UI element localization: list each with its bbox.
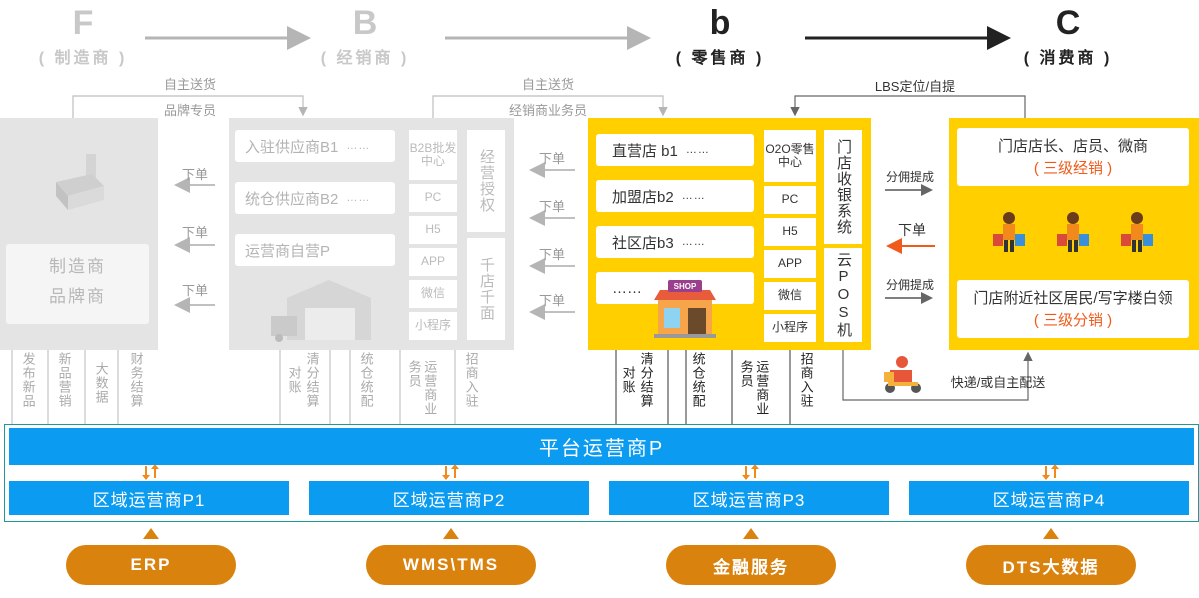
consumer-bottom-card: 门店附近社区居民/写字楼白领 ( 三级分销 ) (957, 280, 1189, 338)
commission-label-1: 分佣提成 (885, 170, 934, 184)
label-big-data: 大数据 (93, 362, 109, 404)
platform-bar: 平台运营商P (9, 428, 1194, 465)
commission-label-2: 分佣提成 (885, 278, 934, 292)
stage-f-letter: F (72, 4, 94, 42)
order-label-5: 下单 (538, 199, 565, 214)
manufacturer-card: 制造商 品牌商 (6, 244, 149, 324)
service-wms: WMS\TMS (366, 545, 536, 585)
service-finance: 金融服务 (666, 545, 836, 585)
channel-wechat: 微信 (409, 280, 457, 308)
order-label-3: 下单 (181, 283, 208, 298)
manufacturer-label: 制造商 (49, 257, 106, 276)
order-label-4: 下单 (538, 151, 565, 166)
label-clearing-b: 清分结算 (304, 352, 320, 408)
cashier-box: 门店收银系统 (824, 130, 862, 244)
label-invest-r: 招商入驻 (798, 352, 814, 408)
warehouse-icon (271, 280, 371, 342)
consumer-bottom-sub: ( 三级分销 ) (1033, 312, 1113, 329)
retailer-panel: 直营店 b1…… 加盟店b2…… 社区店b3…… …… SHOP O2O零售中心… (588, 118, 871, 350)
label-invest-b: 招商入驻 (463, 352, 479, 408)
label-reconcile-r: 对账 (620, 366, 636, 394)
label-warehouse-r: 统仓统配 (690, 352, 706, 408)
region-p3: 区域运营商P3 (609, 481, 889, 515)
up-arrow-icon (1043, 528, 1059, 539)
pos-box: 云POS机 (824, 248, 862, 342)
channel-h5: H5 (409, 216, 457, 244)
stage-r-letter: b (709, 4, 731, 42)
service-dts: DTS大数据 (966, 545, 1136, 585)
stage-f-name: ( 制造商 ) (38, 50, 128, 67)
order-label-r: 下单 (898, 222, 926, 238)
region-p1: 区域运营商P1 (9, 481, 289, 515)
people-icon (993, 212, 1153, 252)
label-self-delivery-2: 自主送货 (521, 77, 574, 92)
distributor-item-b2: 统仓供应商B2…… (235, 182, 395, 214)
distributor-panel: 入驻供应商B1…… 统仓供应商B2…… 运营商自营P B2B批发中心 PC H5… (229, 118, 514, 350)
face-box: 千店千面 (467, 238, 505, 340)
retailer-item-b1: 直营店 b1…… (596, 134, 754, 166)
distributor-item-b1: 入驻供应商B1…… (235, 130, 395, 162)
delivery-icon (884, 356, 921, 393)
shop-icon: SHOP (654, 280, 716, 338)
channel-wechat-r: 微信 (764, 282, 816, 310)
channel-app: APP (409, 248, 457, 276)
label-brand-specialist: 品牌专员 (163, 103, 216, 118)
label-distributor-sales: 经销商业务员 (508, 103, 587, 118)
auth-box: 经营授权 (467, 130, 505, 232)
consumer-bottom-label: 门店附近社区居民/写字楼白领 (973, 290, 1173, 307)
label-operator-b: 运营商业务员 (406, 360, 438, 416)
label-reconcile-b: 对账 (286, 366, 302, 394)
manufacturer-panel: 制造商 品牌商 (0, 118, 158, 350)
retailer-item-b3: 社区店b3…… (596, 226, 754, 258)
stage-r-name: ( 零售商 ) (675, 50, 765, 67)
label-self-delivery-1: 自主送货 (163, 77, 216, 92)
channel-b2b: B2B批发中心 (409, 130, 457, 180)
consumer-top-sub: ( 三级经销 ) (1033, 160, 1113, 177)
region-p2: 区域运营商P2 (309, 481, 589, 515)
order-label-1: 下单 (181, 167, 208, 182)
channel-miniprogram-r: 小程序 (764, 314, 816, 342)
up-arrow-icon (743, 528, 759, 539)
svg-text:SHOP: SHOP (674, 282, 697, 291)
channel-h5-r: H5 (764, 218, 816, 246)
label-clearing-r: 清分结算 (638, 352, 654, 408)
order-label-7: 下单 (538, 293, 565, 308)
stage-c-name: ( 消费商 ) (1023, 50, 1113, 67)
stage-c-letter: C (1055, 4, 1081, 42)
channel-pc: PC (409, 184, 457, 212)
label-warehouse-b: 统仓统配 (358, 352, 374, 408)
stage-b-name: ( 经销商 ) (320, 50, 410, 67)
channel-o2o: O2O零售中心 (764, 130, 816, 182)
channel-miniprogram: 小程序 (409, 312, 457, 340)
label-operator-r: 运营商业务员 (738, 360, 770, 416)
up-arrow-icon (443, 528, 459, 539)
service-erp: ERP (66, 545, 236, 585)
channel-pc-r: PC (764, 186, 816, 214)
region-p4: 区域运营商P4 (909, 481, 1189, 515)
channel-app-r: APP (764, 250, 816, 278)
consumer-panel: 门店店长、店员、微商 ( 三级经销 ) 门店附近社区居民/写字楼白领 ( 三级分… (949, 118, 1199, 350)
label-publish-new: 发布新品 (20, 352, 36, 408)
label-finance: 财务结算 (128, 352, 144, 408)
label-new-marketing: 新品营销 (56, 352, 72, 408)
consumer-top-card: 门店店长、店员、微商 ( 三级经销 ) (957, 128, 1189, 186)
order-label-2: 下单 (181, 225, 208, 240)
up-arrow-icon (143, 528, 159, 539)
order-label-6: 下单 (538, 247, 565, 262)
label-lbs: LBS定位/自提 (874, 79, 956, 94)
factory-icon (56, 154, 104, 210)
delivery-label: 快递/或自主配送 (950, 375, 1046, 390)
consumer-top-label: 门店店长、店员、微商 (997, 138, 1148, 155)
brand-label: 品牌商 (49, 287, 106, 306)
distributor-item-p: 运营商自营P (235, 234, 395, 266)
retailer-item-b2: 加盟店b2…… (596, 180, 754, 212)
stage-b-letter: B (352, 4, 378, 42)
